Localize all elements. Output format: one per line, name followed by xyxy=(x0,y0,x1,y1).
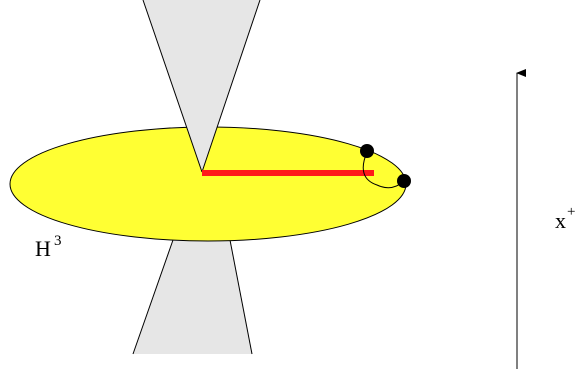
upper-light-cone xyxy=(143,0,260,172)
upper-cone-right-edge xyxy=(201,0,261,173)
surface-label-superscript: 3 xyxy=(54,233,62,249)
surface-label: H xyxy=(35,236,51,261)
lower-cone-left-edge xyxy=(132,239,174,355)
lower-cone-right-edge xyxy=(229,239,253,355)
upper-cone-left-edge xyxy=(142,0,203,173)
axis-label: x xyxy=(555,208,566,233)
lower-light-cone xyxy=(133,240,252,354)
string-arc xyxy=(362,151,405,189)
axis-label-superscript: + xyxy=(567,204,575,220)
endpoint-upper xyxy=(360,144,374,158)
endpoint-lower xyxy=(397,174,411,188)
